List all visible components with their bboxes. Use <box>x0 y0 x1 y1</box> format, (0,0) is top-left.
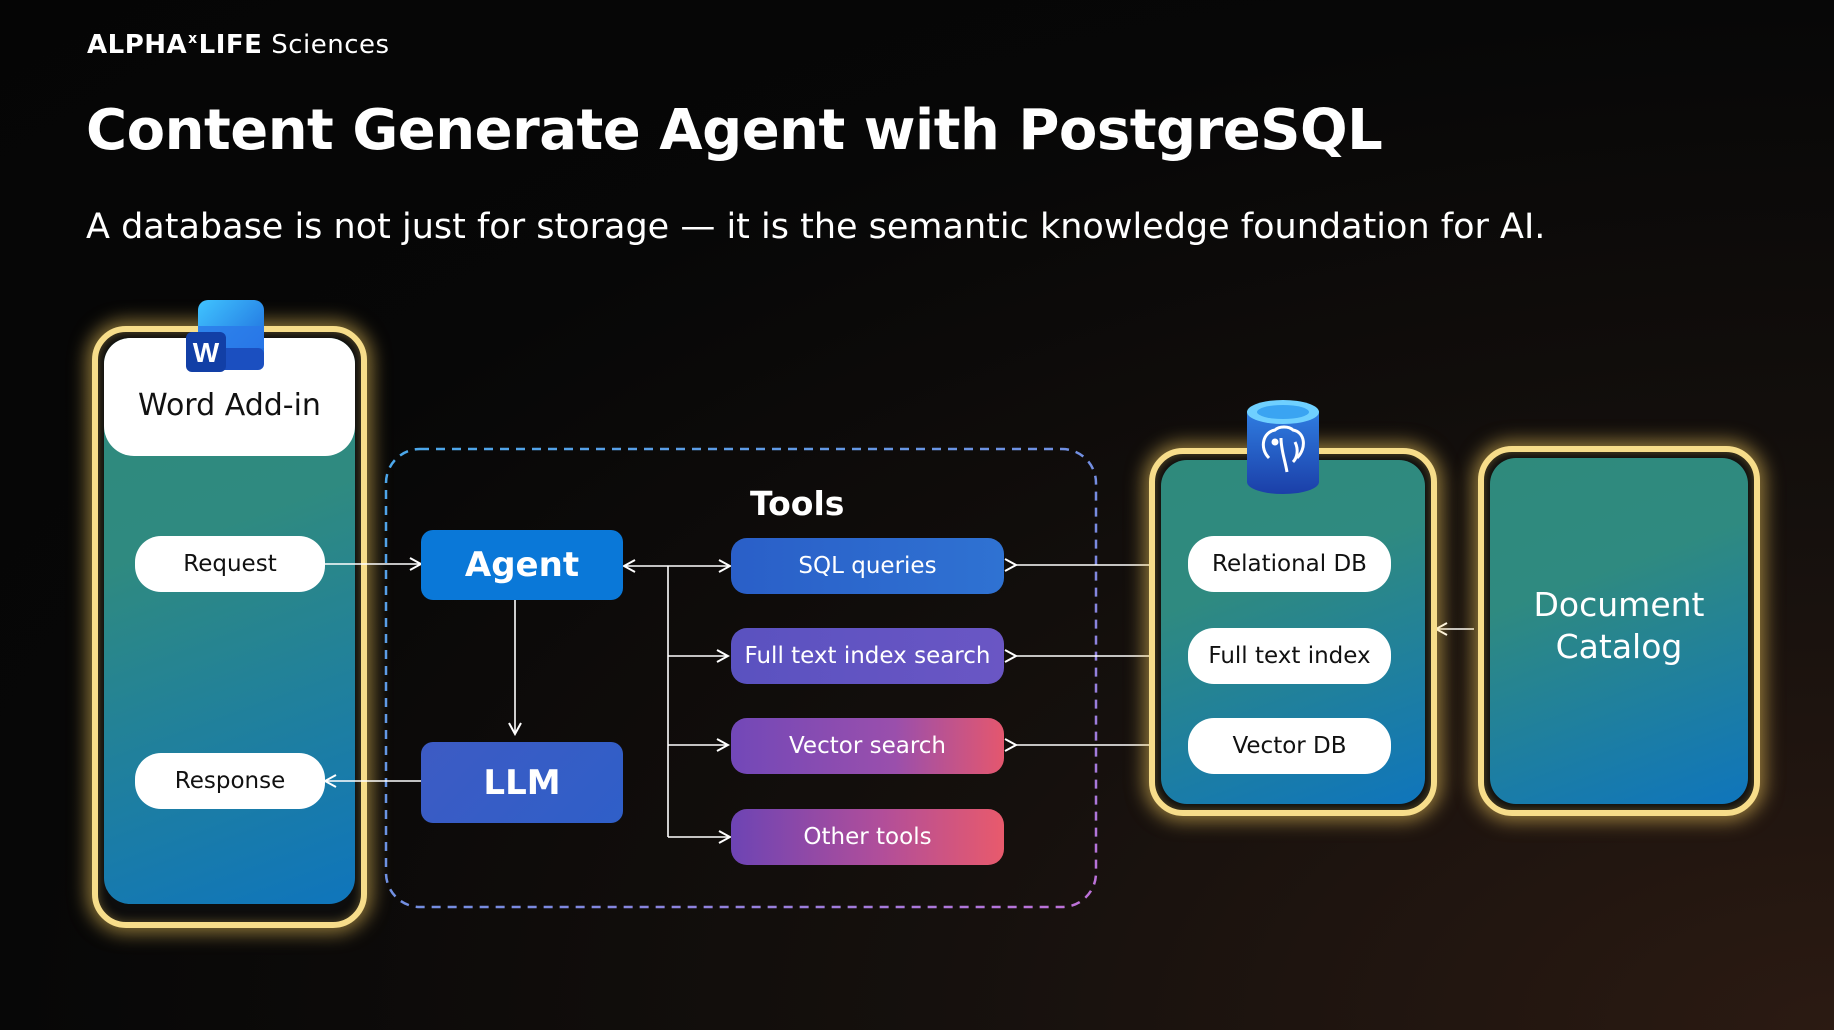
vector-db: Vector DB <box>1188 718 1391 774</box>
tool-sql-queries: SQL queries <box>731 538 1004 594</box>
catalog-line-1: Document <box>1533 585 1705 624</box>
catalog-line-2: Catalog <box>1555 627 1683 666</box>
tool-vector-search: Vector search <box>731 718 1004 774</box>
catalog-panel <box>1490 458 1748 804</box>
agent-box: Agent <box>421 530 623 600</box>
logo-life: LIFE <box>198 30 263 60</box>
logo-mark: x <box>188 31 198 48</box>
relational-db: Relational DB <box>1188 536 1391 592</box>
page-subtitle: A database is not just for storage — it … <box>86 207 1546 247</box>
tools-title: Tools <box>750 484 845 523</box>
word-icon: W <box>186 300 264 372</box>
svg-text:W: W <box>193 337 220 368</box>
full-text-index: Full text index <box>1188 628 1391 684</box>
response-box: Response <box>135 753 325 809</box>
tool-full-text-search: Full text index search <box>731 628 1004 684</box>
postgresql-icon <box>1247 400 1319 494</box>
tool-other: Other tools <box>731 809 1004 865</box>
word-addin-label: Word Add-in <box>138 388 321 423</box>
request-box: Request <box>135 536 325 592</box>
logo-sub: Sciences <box>271 30 390 60</box>
document-catalog-label: Document Catalog <box>1490 584 1748 668</box>
tools-container <box>384 447 1098 909</box>
logo-brand: ALPHA <box>87 30 188 60</box>
llm-box: LLM <box>421 742 623 823</box>
page-title: Content Generate Agent with PostgreSQL <box>86 98 1383 163</box>
company-logo: ALPHAxLIFE Sciences <box>87 30 390 60</box>
